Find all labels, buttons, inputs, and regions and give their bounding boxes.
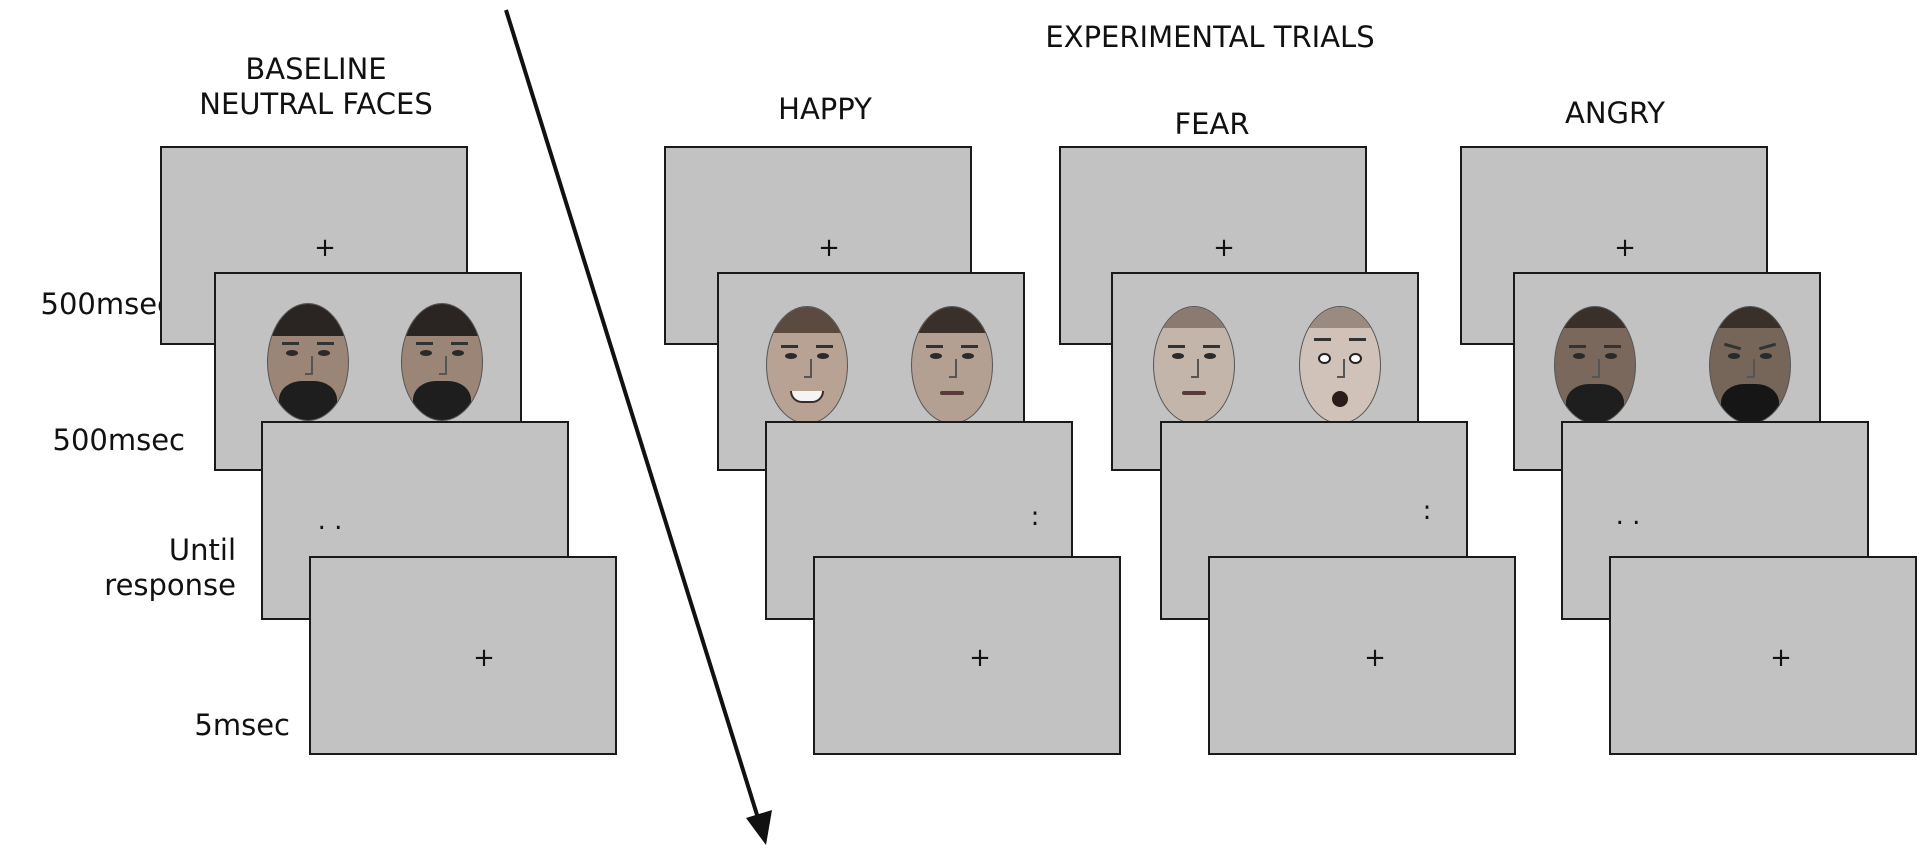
- fear-iti-screen: +: [1208, 556, 1516, 755]
- condition-fear-label: FEAR: [1174, 107, 1250, 141]
- probe-colon: :: [1422, 496, 1432, 526]
- timing-fixation: 500msec: [40, 287, 174, 321]
- angry-face: [1709, 306, 1791, 424]
- happy-iti-screen: +: [813, 556, 1121, 755]
- fixation-cross: +: [1770, 643, 1792, 673]
- fixation-cross: +: [314, 233, 336, 263]
- neutral-face-left: [267, 303, 349, 421]
- condition-happy-label: HAPPY: [778, 92, 872, 126]
- timing-probe-line2: response: [104, 568, 236, 603]
- neutral-face: [1554, 306, 1636, 424]
- baseline-title-line2: NEUTRAL FACES: [199, 87, 433, 122]
- probe-colon: :: [1030, 502, 1040, 532]
- neutral-face: [911, 306, 993, 424]
- angry-iti-screen: +: [1609, 556, 1917, 755]
- fixation-cross: +: [473, 643, 495, 673]
- baseline-iti-screen: +: [309, 556, 617, 755]
- timing-probe: Until response: [0, 533, 236, 604]
- baseline-title-line1: BASELINE: [245, 52, 387, 86]
- condition-angry-label: ANGRY: [1564, 96, 1665, 130]
- fearful-face: [1299, 306, 1381, 424]
- probe-two-dots: . .: [317, 506, 343, 536]
- fixation-cross: +: [969, 643, 991, 673]
- time-arrow-head: [746, 810, 772, 845]
- fixation-cross: +: [1614, 233, 1636, 263]
- neutral-face: [1153, 306, 1235, 424]
- fixation-cross: +: [1364, 643, 1386, 673]
- experimental-trials-title: EXPERIMENTAL TRIALS: [1045, 20, 1375, 54]
- neutral-face-right: [401, 303, 483, 421]
- timing-iti: 5msec: [194, 708, 290, 742]
- time-arrow-shaft: [504, 9, 760, 819]
- baseline-title: BASELINE NEUTRAL FACES: [186, 52, 446, 123]
- probe-two-dots: . .: [1615, 501, 1641, 531]
- fixation-cross: +: [818, 233, 840, 263]
- happy-face: [766, 306, 848, 424]
- timing-probe-line1: Until: [168, 533, 236, 567]
- timing-faces: 500msec: [52, 423, 186, 457]
- fixation-cross: +: [1213, 233, 1235, 263]
